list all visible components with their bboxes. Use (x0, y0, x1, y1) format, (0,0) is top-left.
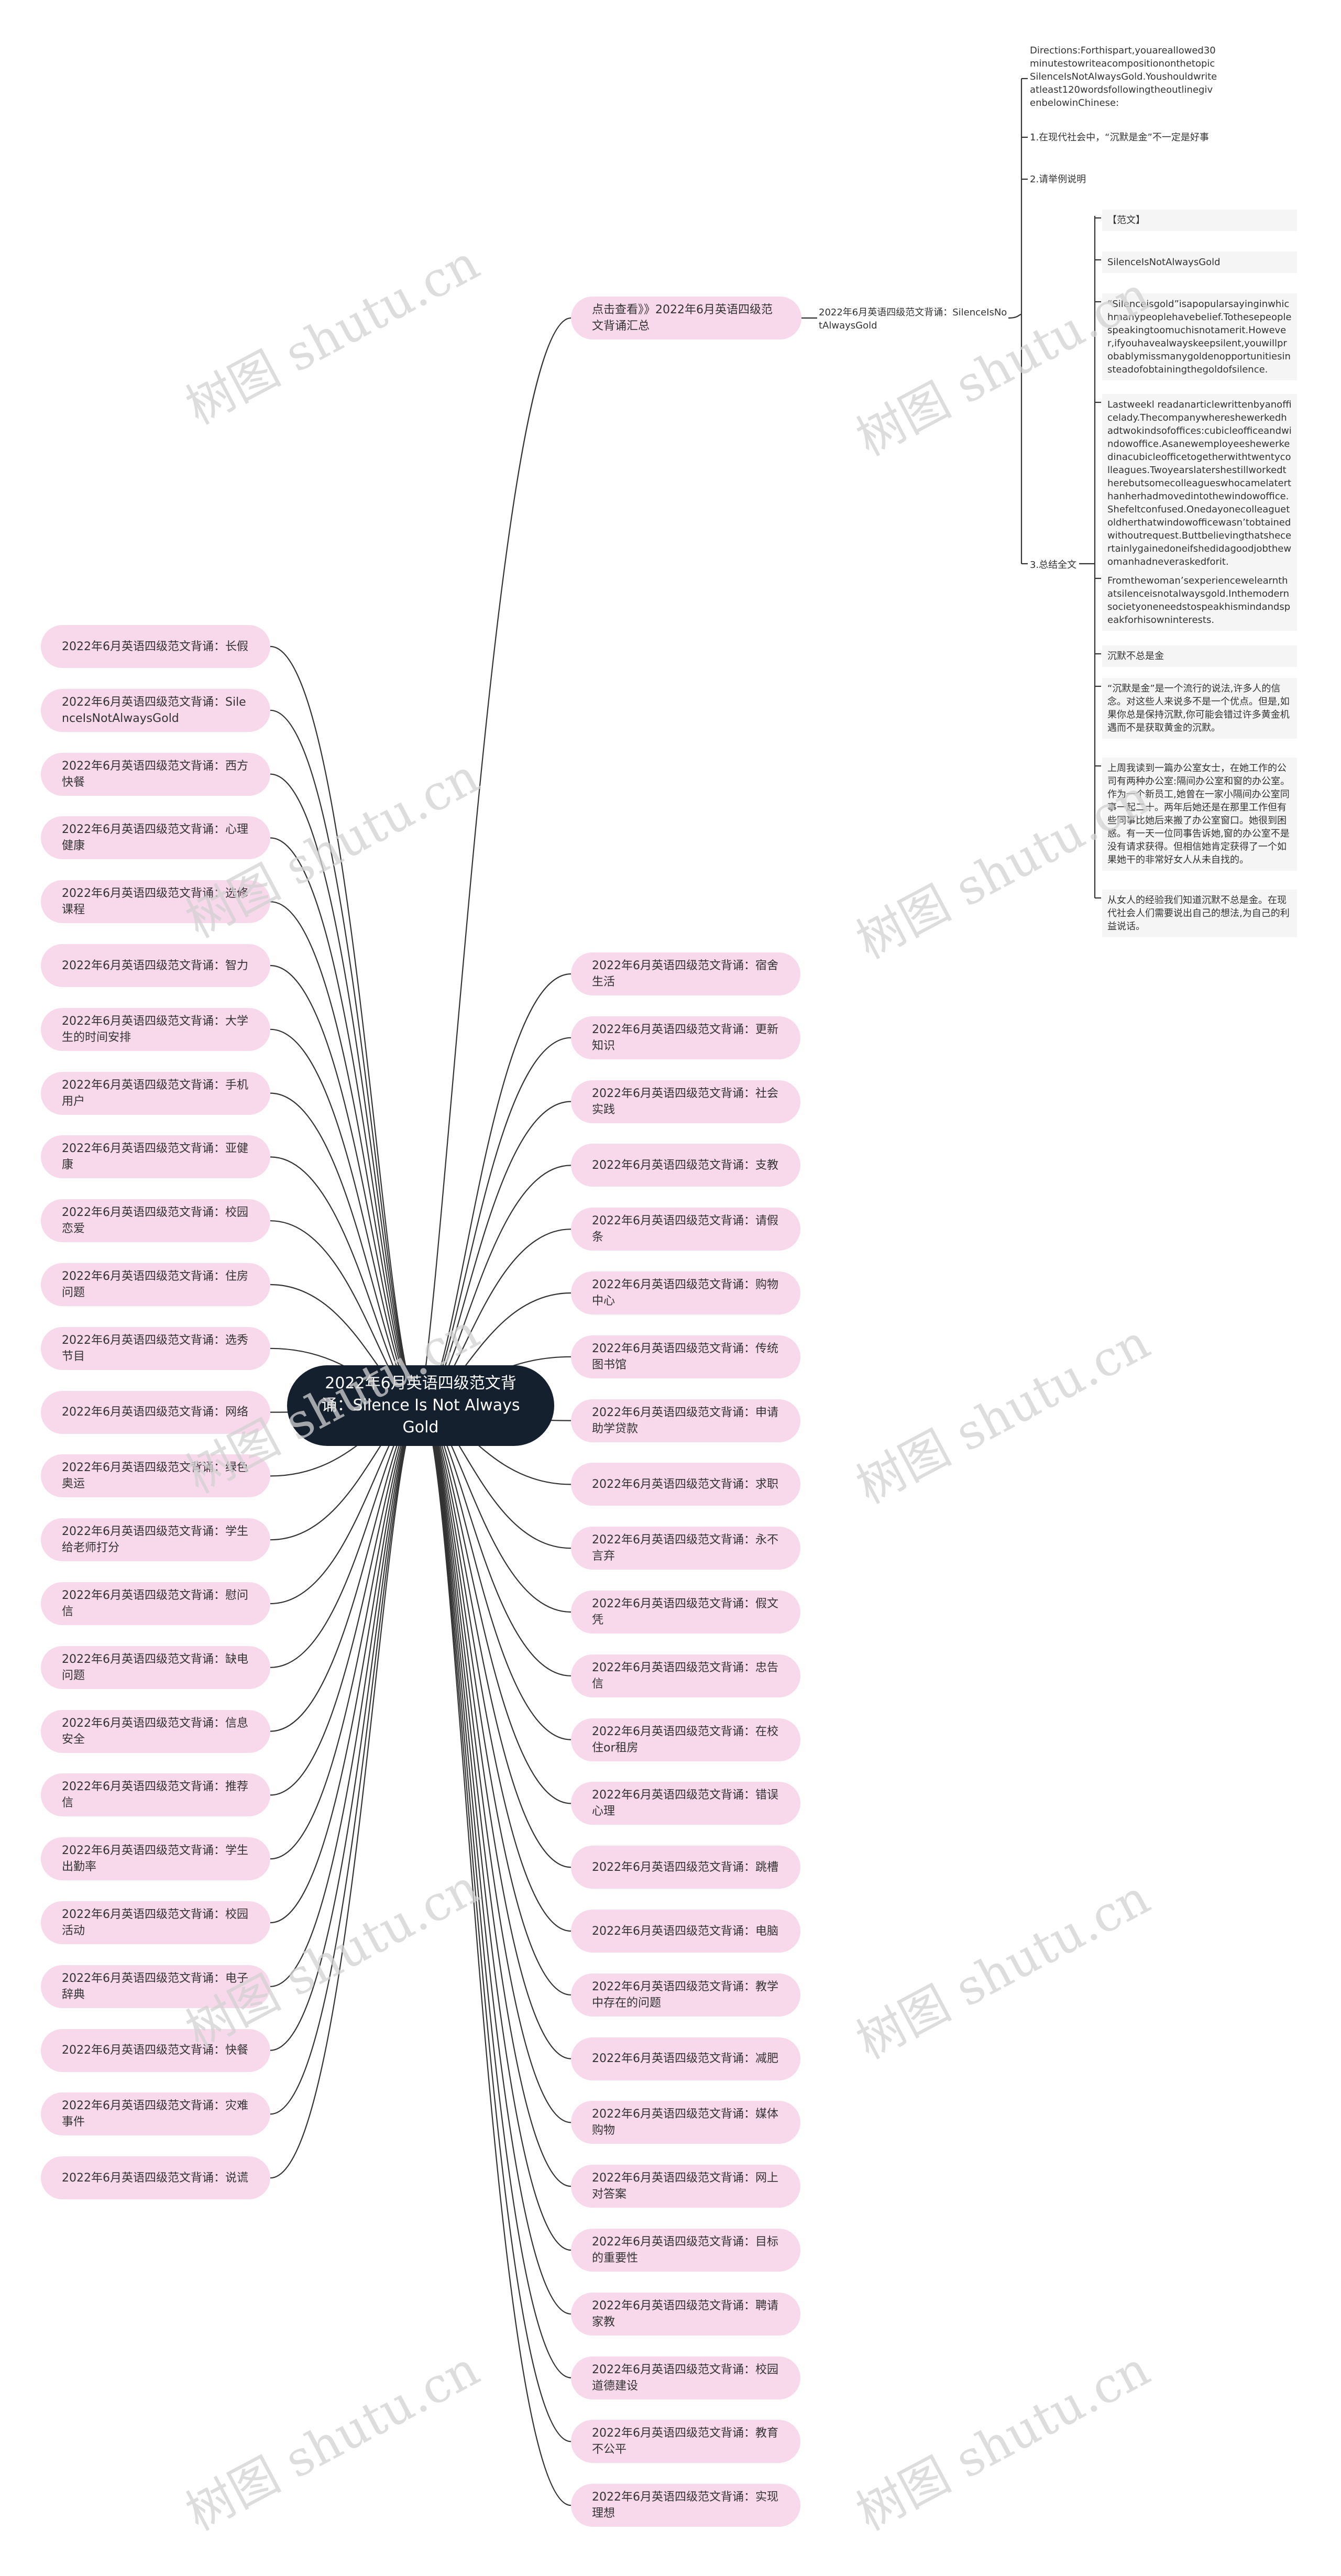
left-topic-node[interactable]: 2022年6月英语四级范文背诵：学生给老师打分 (41, 1518, 270, 1562)
right-topic-node[interactable]: 2022年6月英语四级范文背诵：在校住or租房 (571, 1718, 800, 1761)
right-topic-connector (420, 1405, 571, 1676)
left-topic-node[interactable]: 2022年6月英语四级范文背诵：电子辞典 (41, 1965, 270, 2008)
right-topic-node[interactable]: 2022年6月英语四级范文背诵：减肥 (571, 2037, 800, 2080)
right-topic-node[interactable]: 2022年6月英语四级范文背诵：教育不公平 (571, 2420, 800, 2463)
right-topic-connector (420, 1405, 571, 2506)
left-topic-node[interactable]: 2022年6月英语四级范文背诵：校园活动 (41, 1901, 270, 1944)
right-topic-connector (420, 1405, 571, 2442)
right-topic-node[interactable]: 2022年6月英语四级范文背诵：社会实践 (571, 1080, 800, 1123)
left-topic-connector (270, 1405, 421, 2179)
essay-note[interactable]: 沉默不总是金 (1102, 645, 1297, 667)
essay-note[interactable]: Lastweekl readanarticlewrittenbyanoffice… (1102, 394, 1297, 573)
left-topic-node[interactable]: 2022年6月英语四级范文背诵：选秀节目 (41, 1327, 270, 1370)
right-topic-connector (420, 1405, 571, 2315)
left-topic-node[interactable]: 2022年6月英语四级范文背诵：亚健康 (41, 1135, 270, 1179)
left-topic-node[interactable]: 2022年6月英语四级范文背诵：心理健康 (41, 816, 270, 860)
left-topic-connector (270, 773, 421, 1407)
left-topic-node[interactable]: 2022年6月英语四级范文背诵：西方快餐 (41, 752, 270, 796)
right-topic-node[interactable]: 2022年6月英语四级范文背诵：申请助学贷款 (571, 1399, 800, 1442)
right-topic-connector (420, 1405, 571, 2123)
left-topic-connector (270, 645, 421, 1407)
essay-note[interactable]: 【范文】 (1102, 210, 1297, 231)
essay-note[interactable]: 上周我读到一篇办公室女士，在她工作的公司有两种办公室:隔间办公室和窗的办公室。作… (1102, 758, 1297, 871)
left-topic-node[interactable]: 2022年6月英语四级范文背诵：智力 (41, 944, 270, 987)
root-topic[interactable]: 2022年6月英语四级范文背诵：Silence Is Not Always Go… (287, 1365, 554, 1446)
left-topic-node[interactable]: 2022年6月英语四级范文背诵：信息安全 (41, 1709, 270, 1753)
outline-connector (1008, 313, 1022, 319)
left-topic-node[interactable]: 2022年6月英语四级范文背诵：灾难事件 (41, 2092, 270, 2136)
left-topic-node[interactable]: 2022年6月英语四级范文背诵：长假 (41, 625, 270, 668)
right-topic-connector (420, 1037, 571, 1407)
left-topic-connector (270, 709, 421, 1407)
left-topic-node[interactable]: 2022年6月英语四级范文背诵：说谎 (41, 2156, 270, 2200)
right-topic-node[interactable]: 2022年6月英语四级范文背诵：永不言弃 (571, 1527, 800, 1570)
left-topic-connector (270, 1405, 421, 2051)
left-topic-connector (270, 1092, 421, 1407)
right-topic-node[interactable]: 2022年6月英语四级范文背诵：目标的重要性 (571, 2229, 800, 2272)
left-topic-node[interactable]: 2022年6月英语四级范文背诵：快餐 (41, 2029, 270, 2072)
right-topic-node[interactable]: 2022年6月英语四级范文背诵：电脑 (571, 1910, 800, 1953)
left-topic-node[interactable]: 2022年6月英语四级范文背诵：缺电问题 (41, 1646, 270, 1689)
essay-note[interactable]: SilenceIsNotAlwaysGold (1102, 251, 1297, 273)
left-topic-node[interactable]: 2022年6月英语四级范文背诵：选修课程 (41, 880, 270, 924)
left-topic-node[interactable]: 2022年6月英语四级范文背诵：大学生的时间安排 (41, 1007, 270, 1051)
outline-point-3[interactable]: 3.总结全文 (1030, 560, 1077, 571)
right-topic-node[interactable]: 2022年6月英语四级范文背诵：请假条 (571, 1208, 800, 1251)
right-topic-node[interactable]: 2022年6月英语四级范文背诵：传统图书馆 (571, 1335, 800, 1378)
essay-note[interactable]: “沉默是金”是一个流行的说法,许多人的信念。对这些人来说多不是一个优点。但是,如… (1102, 678, 1297, 739)
right-topic-node[interactable]: 2022年6月英语四级范文背诵：假文凭 (571, 1591, 800, 1634)
right-topic-node[interactable]: 2022年6月英语四级范文背诵：更新知识 (571, 1016, 800, 1059)
right-topic-connector (420, 1101, 571, 1407)
summary-connector (420, 317, 571, 1406)
left-topic-node[interactable]: 2022年6月英语四级范文背诵：学生出勤率 (41, 1837, 270, 1881)
right-topic-node[interactable]: 2022年6月英语四级范文背诵：支教 (571, 1144, 800, 1187)
summary-child-label[interactable]: 2022年6月英语四级范文背诵：SilenceIsNotAlwaysGold (819, 307, 1007, 331)
right-topic-node[interactable]: 2022年6月英语四级范文背诵：教学中存在的问题 (571, 1973, 800, 2016)
right-topic-connector (420, 1405, 571, 1868)
essay-note[interactable]: 从女人的经验我们知道沉默不总是金。在现代社会人们需要说出自己的想法,为自己的利益… (1102, 890, 1297, 937)
essay-note[interactable]: “Silenceisgold”isapopularsayinginwhichma… (1102, 293, 1297, 380)
right-topic-node[interactable]: 2022年6月英语四级范文背诵：跳槽 (571, 1846, 800, 1889)
right-topic-connector (420, 1405, 571, 2251)
left-topic-node[interactable]: 2022年6月英语四级范文背诵：网络 (41, 1390, 270, 1434)
outline-point-1[interactable]: 1.在现代社会中，“沉默是金”不一定是好事 (1030, 132, 1209, 143)
right-topic-node[interactable]: 2022年6月英语四级范文背诵：媒体购物 (571, 2101, 800, 2144)
directions-text[interactable]: Directions:Forthispart,youareallowed30mi… (1030, 45, 1217, 108)
outline-point-2[interactable]: 2.请举例说明 (1030, 174, 1086, 185)
right-topic-node[interactable]: 2022年6月英语四级范文背诵：忠告信 (571, 1654, 800, 1697)
left-topic-node[interactable]: 2022年6月英语四级范文背诵：手机用户 (41, 1071, 270, 1115)
right-topic-node[interactable]: 2022年6月英语四级范文背诵：实现理想 (571, 2484, 800, 2527)
right-topic-node[interactable]: 2022年6月英语四级范文背诵：错误心理 (571, 1782, 800, 1825)
left-topic-node[interactable]: 2022年6月英语四级范文背诵：住房问题 (41, 1263, 270, 1306)
left-topic-connector (270, 1405, 421, 2115)
essay-note[interactable]: Fromthewoman’sexperiencewelearnthatsilen… (1102, 570, 1297, 631)
left-topic-node[interactable]: 2022年6月英语四级范文背诵：推荐信 (41, 1773, 270, 1817)
summary-link-node[interactable]: 点击查看》》2022年6月英语四级范文背诵汇总 (571, 297, 801, 339)
right-topic-node[interactable]: 2022年6月英语四级范文背诵：购物中心 (571, 1271, 800, 1314)
right-topic-node[interactable]: 2022年6月英语四级范文背诵：网上对答案 (571, 2165, 800, 2208)
left-topic-node[interactable]: 2022年6月英语四级范文背诵：绿色奥运 (41, 1454, 270, 1498)
right-topic-node[interactable]: 2022年6月英语四级范文背诵：校园道德建设 (571, 2356, 800, 2399)
left-topic-node[interactable]: 2022年6月英语四级范文背诵：SilenceIsNotAlwaysGold (41, 688, 270, 732)
right-topic-node[interactable]: 2022年6月英语四级范文背诵：宿舍生活 (571, 952, 800, 995)
right-topic-connector (420, 1405, 571, 2187)
left-topic-node[interactable]: 2022年6月英语四级范文背诵：慰问信 (41, 1582, 270, 1625)
left-topic-node[interactable]: 2022年6月英语四级范文背诵：校园恋爱 (41, 1199, 270, 1243)
right-topic-node[interactable]: 2022年6月英语四级范文背诵：聘请家教 (571, 2292, 800, 2336)
right-topic-node[interactable]: 2022年6月英语四级范文背诵：求职 (571, 1463, 800, 1506)
